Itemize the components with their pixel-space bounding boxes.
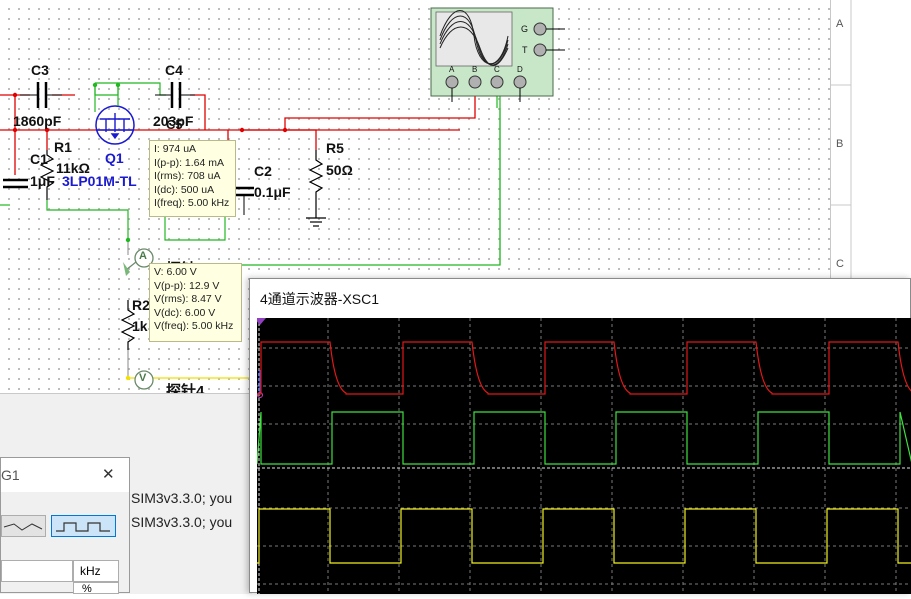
border-letter-b: B [836,138,844,150]
c1-label: C1 [30,151,48,167]
r5-label: R5 [326,140,344,156]
triangle-wave-icon [3,523,43,531]
channel-b-trace [256,411,911,465]
c4-label: C4 [165,62,183,78]
c1-value: 1μF [30,173,55,189]
r1-value: 11kΩ [56,160,90,176]
console-line: SIM3v3.3.0; you [131,514,233,530]
channel-a-trace [257,341,911,395]
scope-terminal-c: C [494,65,500,74]
c2-value: 0.1μF [254,184,291,200]
border-letter-c: C [836,258,844,270]
function-generator-window[interactable]: G1 ✕ kHz % [0,457,130,594]
channel-c-trace [257,508,911,564]
scope-terminal-a: A [449,65,455,74]
scope-terminal-g: G [521,24,529,34]
c2-label: C2 [254,163,272,179]
duty-unit[interactable]: % [73,582,119,594]
close-icon[interactable]: ✕ [102,466,115,483]
scope-terminal-t: T [522,45,528,55]
q1-part: 3LP01M-TL [62,173,137,189]
current-readout-line: I(rms): 708 uA [154,170,221,183]
triangle-wave-button[interactable] [1,515,46,537]
c3-label: C3 [31,62,49,78]
oscilloscope-title: 4通道示波器-XSC1 [260,291,380,307]
current-readout-line: I(p-p): 1.64 mA [154,156,225,169]
trigger-marker-icon [254,318,266,325]
border-letter-a: A [836,18,844,30]
r1-label: R1 [54,139,72,155]
current-probe-icon[interactable]: A [139,250,147,262]
r5-value: 50Ω [326,162,353,178]
current-readout-line: I: 974 uA [154,143,197,155]
c3-value: 1860pF [13,113,62,129]
current-readout-line: I(dc): 500 uA [154,183,215,196]
oscilloscope-display [254,318,911,594]
voltage-probe-readout: V: 6.00 V V(p-p): 12.9 V V(rms): 8.47 V … [149,263,242,342]
voltage-readout-line: V(dc): 6.00 V [154,306,216,319]
oscilloscope-grid [257,318,911,594]
oscilloscope-window[interactable]: 4通道示波器-XSC1 [249,278,911,594]
function-generator-titlebar[interactable]: G1 ✕ [1,458,129,492]
voltage-probe-icon[interactable]: V [139,372,147,384]
frequency-input[interactable] [1,560,73,582]
sheet-border [830,0,911,300]
r2-label: R2 [132,297,150,313]
square-wave-button[interactable] [51,515,116,537]
console-line: SIM3v3.3.0; you [131,490,233,506]
c4-value: 203pF [153,113,194,129]
square-wave-icon [56,522,110,532]
sheet-border-lines [831,0,852,300]
voltage-readout-line: V(freq): 5.00 kHz [154,320,234,333]
c5-label: C5 [166,117,183,132]
q1-label: Q1 [105,150,124,166]
voltage-readout-line: V(p-p): 12.9 V [154,279,220,292]
frequency-unit[interactable]: kHz [73,560,119,582]
voltage-readout-line: V: 6.00 V [154,266,197,278]
scope-terminal-b: B [472,65,478,74]
scope-terminal-d: D [517,65,523,74]
channel-b-marker [257,392,263,398]
current-readout-line: I(freq): 5.00 kHz [154,197,230,210]
current-probe-readout: I: 974 uA I(p-p): 1.64 mA I(rms): 708 uA… [149,140,236,217]
oscilloscope-screen[interactable] [254,318,911,594]
function-generator-title: G1 [1,467,20,483]
r2-value: 1k [132,318,148,334]
voltage-readout-line: V(rms): 8.47 V [154,293,222,306]
